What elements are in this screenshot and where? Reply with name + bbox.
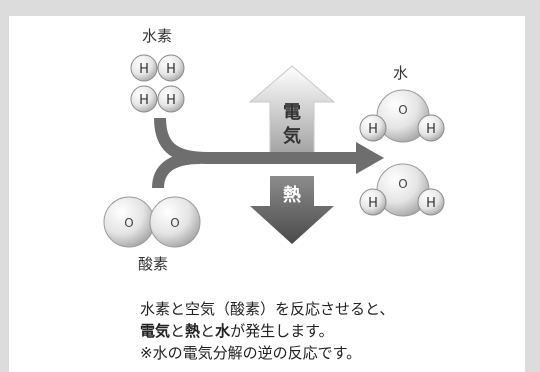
oxygen-label: 酸素 xyxy=(138,255,169,273)
svg-text:O: O xyxy=(398,103,407,117)
svg-text:H: H xyxy=(139,62,149,77)
hydrogen-atom xyxy=(157,85,185,113)
oxygen-atom xyxy=(149,196,201,248)
description: 水素と空気（酸素）を反応させると、 電気と熱と水が発生します。 ※水の電気分解の… xyxy=(140,298,500,364)
svg-text:H: H xyxy=(368,196,378,211)
water-label: 水 xyxy=(393,64,409,82)
electricity-label-1: 電 xyxy=(283,102,301,123)
description-line-2: 電気と熱と水が発生します。 xyxy=(140,322,334,340)
hydrogen-molecule: H H xyxy=(130,54,185,82)
svg-text:H: H xyxy=(426,196,436,211)
hydrogen-molecules: H H H H xyxy=(130,54,185,113)
hydrogen-atom xyxy=(130,54,158,82)
svg-text:H: H xyxy=(426,122,436,137)
svg-text:H: H xyxy=(368,122,378,137)
water-molecule: O H H xyxy=(359,163,445,217)
hydrogen-atom xyxy=(417,114,445,142)
water-molecule: O H H xyxy=(359,89,445,143)
oxygen-molecule: O O xyxy=(103,196,201,248)
hydrogen-molecule: H H xyxy=(130,85,185,113)
svg-text:O: O xyxy=(398,177,407,191)
svg-text:H: H xyxy=(166,93,176,108)
electricity-word: 電気 xyxy=(140,322,171,340)
svg-text:H: H xyxy=(166,62,176,77)
hydrogen-atom xyxy=(157,54,185,82)
description-line-1: 水素と空気（酸素）を反応させると、 xyxy=(140,300,395,318)
svg-text:O: O xyxy=(170,216,179,230)
flow-arrow xyxy=(152,117,384,189)
heat-arrow: 熱 xyxy=(250,176,334,244)
svg-text:H: H xyxy=(139,93,149,108)
hydrogen-atom xyxy=(417,188,445,216)
electricity-arrow: 電 気 xyxy=(248,65,336,157)
hydrogen-atom xyxy=(359,114,387,142)
heat-word: 熱 xyxy=(185,322,201,340)
electricity-label-2: 気 xyxy=(283,125,301,147)
hydrogen-label: 水素 xyxy=(142,27,173,45)
hydrogen-atom xyxy=(130,85,158,113)
hydrogen-atom xyxy=(359,188,387,216)
description-line-3: ※水の電気分解の逆の反応です。 xyxy=(140,344,362,362)
water-word: 水 xyxy=(215,322,231,340)
svg-text:O: O xyxy=(124,216,133,230)
heat-label: 熱 xyxy=(283,184,301,206)
